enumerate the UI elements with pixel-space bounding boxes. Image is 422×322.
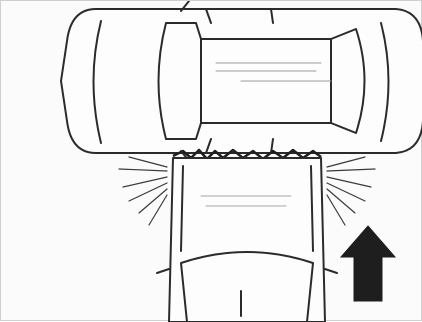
striking-car-mirror-right (325, 269, 337, 273)
struck-car-top-view (61, 1, 422, 161)
impact-rays-left (119, 157, 167, 225)
striking-car-mirror-left (157, 269, 169, 273)
direction-arrow-up-icon (341, 226, 395, 301)
striking-car-body (169, 158, 325, 322)
impact-rays-right (327, 157, 375, 225)
striking-car-top-view (157, 158, 337, 322)
